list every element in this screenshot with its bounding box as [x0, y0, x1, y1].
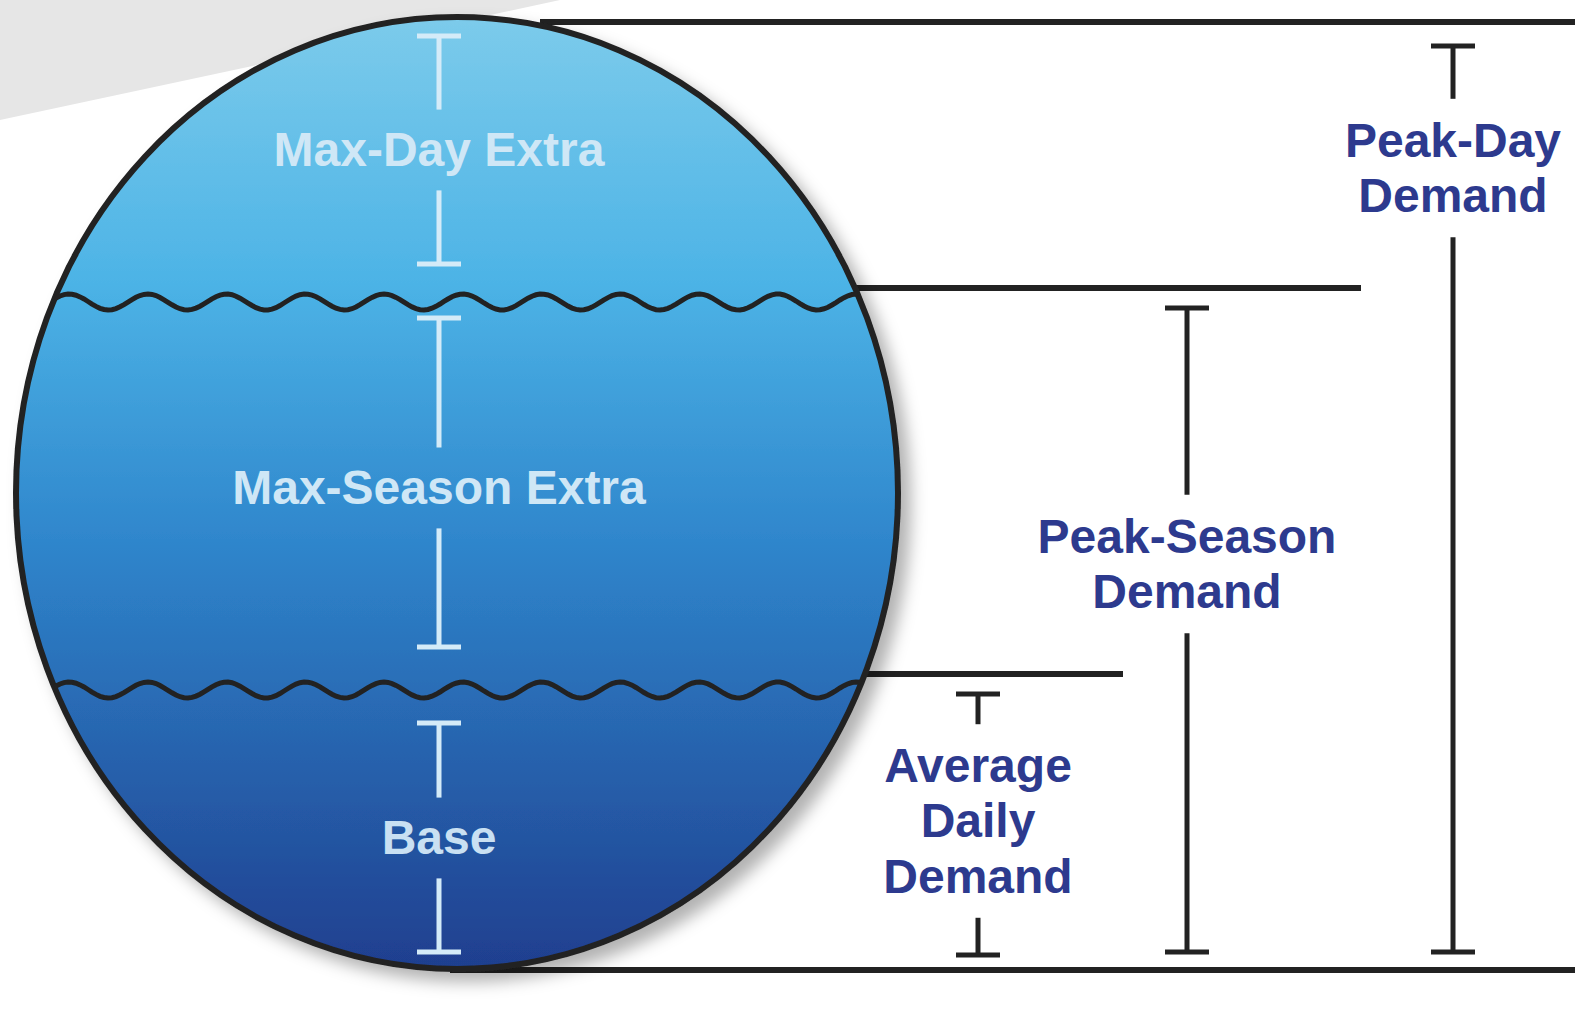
demand-label: Average Daily Demand	[853, 738, 1103, 904]
water-band: Max-Season Extra	[232, 462, 646, 515]
bracket-line	[437, 723, 442, 798]
water-circle	[16, 17, 898, 969]
wave-line	[0, 294, 920, 310]
band-label: Base	[382, 812, 497, 865]
bracket-line	[437, 878, 442, 952]
bracket-line	[437, 190, 442, 264]
band-label: Max-Day Extra	[274, 124, 605, 177]
bracket-line	[1451, 46, 1456, 99]
water-band: Max-Day Extra	[274, 124, 605, 177]
bracket-line	[437, 36, 442, 110]
bracket-line	[976, 694, 981, 724]
bracket-line	[437, 318, 442, 448]
wave-lines	[0, 294, 920, 698]
bracket-line	[1185, 308, 1190, 495]
bracket-line	[1451, 237, 1456, 952]
demand-label: Peak-Day Demand	[1313, 113, 1593, 223]
bracket-line	[976, 918, 981, 955]
demand-label: Peak-Season Demand	[997, 509, 1377, 619]
band-label: Max-Season Extra	[232, 462, 646, 515]
bracket-line	[437, 528, 442, 647]
water-band: Base	[382, 812, 497, 865]
bracket-line	[1185, 633, 1190, 952]
wave-line	[0, 682, 920, 698]
